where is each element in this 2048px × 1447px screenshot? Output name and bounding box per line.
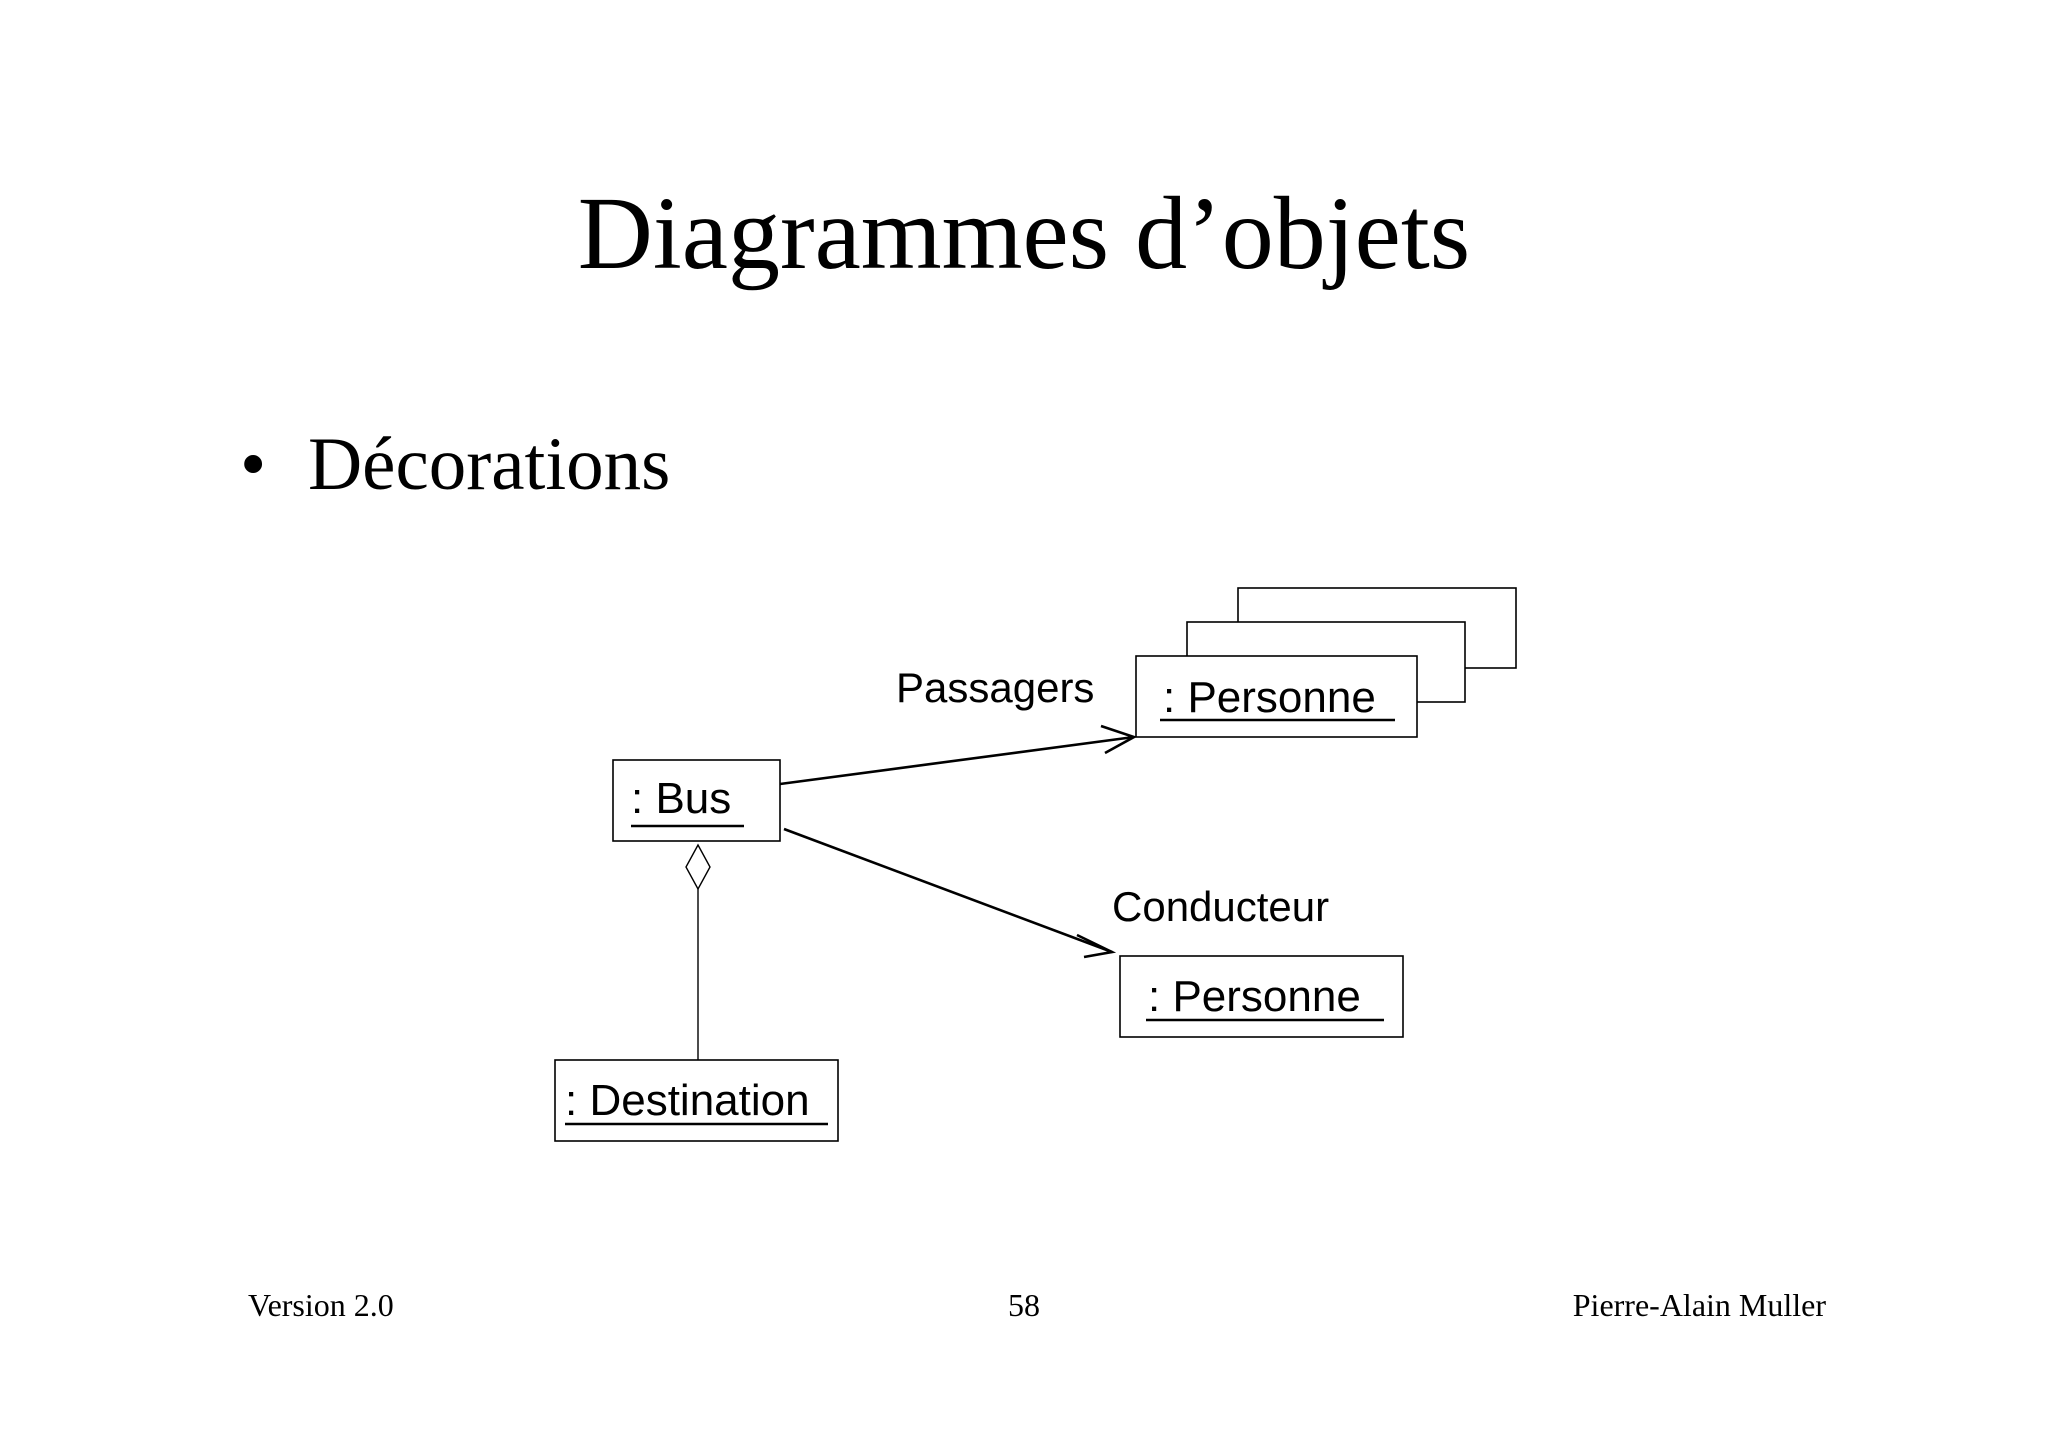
object-box-bus — [612, 759, 781, 842]
association-passagers: Passagers — [779, 664, 1138, 786]
bullet-mark: • — [240, 423, 267, 506]
object-destination: : Destination — [554, 1059, 839, 1142]
role-label-conducteur: Conducteur — [1112, 883, 1329, 930]
object-label-destination: : Destination — [565, 1076, 810, 1125]
bullet-item: •Décorations — [240, 427, 670, 502]
footer-page-number: 58 — [1008, 1287, 1040, 1323]
object-label-passagers-personne: : Personne — [1163, 673, 1376, 722]
aggregation-diamond-icon — [685, 843, 711, 891]
bullet-text: Décorations — [308, 423, 671, 506]
navigability-arrowhead — [1076, 933, 1117, 959]
object-bus: : Bus — [612, 759, 781, 842]
object-label-conducteur-personne: : Personne — [1148, 972, 1361, 1021]
footer-author: Pierre-Alain Muller — [1572, 1287, 1826, 1323]
object-label-bus: : Bus — [631, 774, 731, 823]
association-line — [783, 827, 1113, 954]
aggregation-destination-bus — [685, 843, 711, 1060]
object-conducteur-personne: : Personne — [1119, 955, 1404, 1038]
association-line — [779, 735, 1135, 786]
object-box-passagers-personne — [1135, 655, 1418, 738]
footer-version: Version 2.0 — [248, 1287, 394, 1323]
association-conducteur: Conducteur — [783, 827, 1329, 959]
object-box-conducteur-personne — [1119, 955, 1404, 1038]
navigability-arrowhead — [1100, 724, 1138, 755]
role-label-passagers: Passagers — [896, 664, 1094, 711]
passagers-multiobject: : Personne — [1135, 587, 1517, 738]
object-box-destination — [554, 1059, 839, 1142]
slide-title: Diagrammes d’objets — [577, 176, 1471, 291]
